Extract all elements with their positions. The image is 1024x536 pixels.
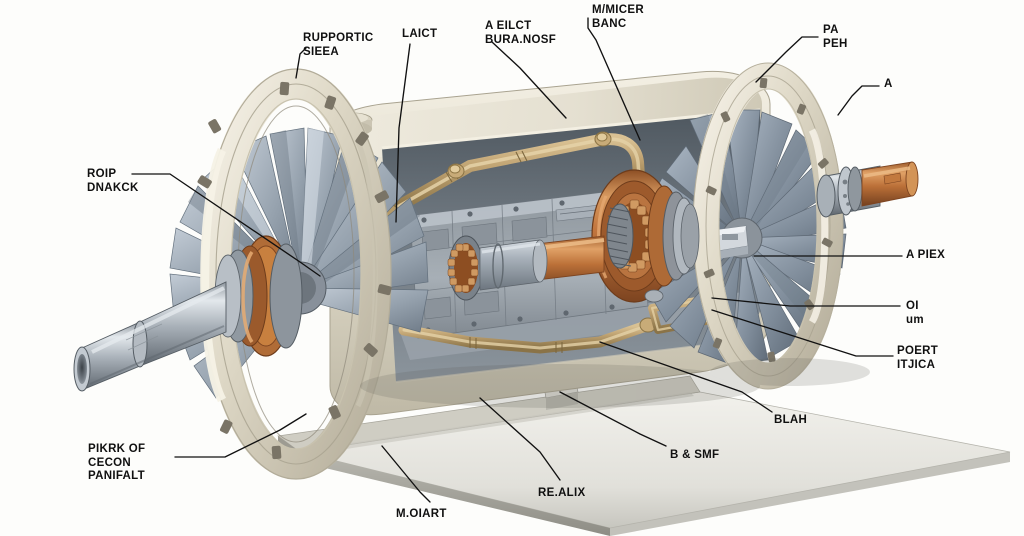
leader-line-group xyxy=(131,17,903,503)
leader-pa-peh xyxy=(755,36,819,83)
left-output-shaft xyxy=(73,281,227,392)
leader-blah xyxy=(599,341,773,413)
inboard-bearing xyxy=(447,235,548,301)
leader-re-alix xyxy=(479,397,561,481)
leader-pilot-burner xyxy=(491,41,567,119)
main-bearing-assembly xyxy=(591,169,700,303)
right-output-shaft xyxy=(816,161,919,218)
terminal-box xyxy=(714,225,749,259)
ambient-shading xyxy=(360,358,870,408)
leader-laict xyxy=(395,43,411,223)
base-plate-assembly xyxy=(277,372,1011,536)
leader-a-top-right xyxy=(837,85,880,116)
bearing-retaining-collars xyxy=(647,185,700,287)
leader-b-and-smf xyxy=(559,391,667,447)
oil-piping-upper xyxy=(380,131,646,220)
leader-m-oiart xyxy=(381,445,431,503)
leader-main-bearing xyxy=(587,17,641,141)
leader-oi-um xyxy=(711,297,901,307)
left-bearing-hub xyxy=(214,235,303,357)
leader-pikrk xyxy=(174,413,307,458)
leader-rohp-dnakck xyxy=(131,173,321,277)
left-end-flange-ring xyxy=(197,68,392,480)
bevel-gear xyxy=(606,203,634,269)
leader-poert-itjica xyxy=(711,309,894,357)
leader-supportic-sleeve xyxy=(295,47,307,79)
